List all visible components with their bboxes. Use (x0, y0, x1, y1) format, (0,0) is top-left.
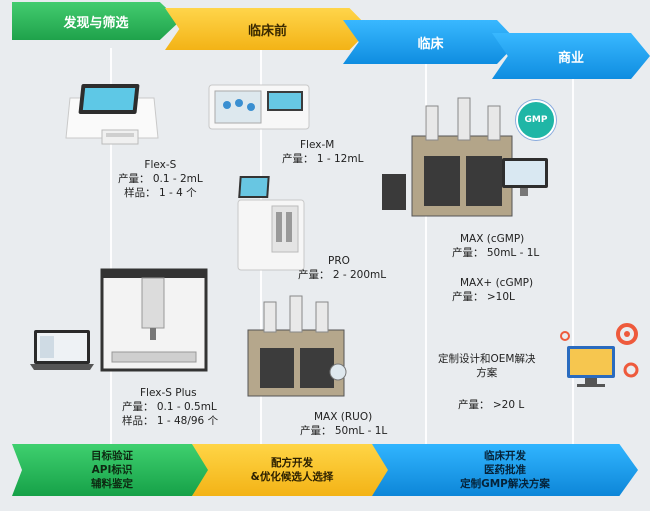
flex-s-plus-yield: 产量： 0.1 - 0.5mL (122, 401, 217, 413)
bottom-stage-preclinical: 配方开发 &优化候选人选择 (192, 444, 392, 496)
stage-commercial: 商业 (492, 33, 650, 79)
bottom-discovery-line-1: 目标验证 (91, 450, 133, 462)
lane-divider-4 (572, 48, 574, 451)
stage-commercial-label: 商业 (557, 50, 584, 66)
gmp-badge-label: GMP (524, 115, 548, 125)
stage-discovery: 发现与筛选 (12, 2, 180, 40)
max-ruo-spec: MAX (RUO) 产量： 50mL - 1L (300, 410, 387, 438)
stage-clinical: 临床 (343, 20, 518, 64)
bottom-stage-discovery: 目标验证 API标识 辅料鉴定 (12, 444, 212, 496)
flex-s-plus-samples: 样品： 1 - 48/96 个 (122, 415, 219, 427)
flex-m-name: Flex-M (300, 139, 335, 151)
custom-yield: 产量： >20 L (458, 399, 525, 411)
flex-m-spec: Flex-M 产量： 1 - 12mL (282, 138, 363, 166)
bottom-clinical-line-1: 临床开发 (484, 450, 526, 462)
max-plus-name: MAX+ (cGMP) (460, 277, 534, 289)
custom-line2: 方案 (476, 367, 498, 379)
flex-s-yield: 产量： 0.1 - 2mL (118, 173, 203, 185)
max-ruo-device-image (247, 295, 347, 397)
custom-yield-spec: 产量： >20 L (458, 398, 524, 412)
lane-divider-3 (425, 48, 427, 451)
flex-m-yield: 产量： 1 - 12mL (282, 153, 364, 165)
bottom-preclinical-line-2: &优化候选人选择 (250, 471, 334, 483)
bottom-clinical-line-3: 定制GMP解决方案 (460, 478, 550, 490)
flex-m-device-image (208, 84, 310, 130)
lane-divider-1 (110, 48, 112, 451)
custom-solution-illustration (560, 323, 639, 387)
bottom-stage-clinical: 临床开发 医药批准 定制GMP解决方案 (372, 444, 638, 496)
pro-spec: PRO 产量： 2 - 200mL (298, 254, 386, 282)
pro-yield: 产量： 2 - 200mL (298, 269, 387, 281)
max-ruo-name: MAX (RUO) (314, 411, 373, 423)
flex-s-plus-name: Flex-S Plus (140, 387, 197, 399)
flex-s-plus-spec: Flex-S Plus 产量： 0.1 - 0.5mL 样品： 1 - 48/9… (118, 386, 218, 428)
flex-s-plus-device-image (30, 268, 208, 372)
stage-clinical-label: 临床 (417, 36, 444, 52)
max-cgmp-spec: MAX (cGMP) 产量： 50mL - 1L (452, 232, 539, 260)
max-cgmp-device-image (382, 97, 548, 217)
custom-line1: 定制设计和OEM解决 (438, 353, 536, 365)
pro-name: PRO (328, 255, 350, 267)
bottom-discovery-line-3: 辅料鉴定 (91, 478, 133, 490)
gmp-badge: GMP (516, 100, 556, 140)
bottom-discovery-line-2: API标识 (91, 464, 133, 476)
bottom-preclinical-line-1: 配方开发 (271, 457, 313, 469)
stage-preclinical: 临床前 (165, 8, 370, 50)
flex-s-samples: 样品： 1 - 4 个 (124, 187, 197, 199)
stage-discovery-label: 发现与筛选 (63, 15, 129, 31)
max-plus-yield: 产量： >10L (452, 291, 515, 303)
custom-spec: 定制设计和OEM解决 方案 (438, 352, 535, 380)
flex-s-spec: Flex-S 产量： 0.1 - 2mL 样品： 1 - 4 个 (118, 158, 203, 200)
max-cgmp-yield: 产量： 50mL - 1L (452, 247, 540, 259)
flex-s-name: Flex-S (144, 159, 177, 171)
max-ruo-yield: 产量： 50mL - 1L (300, 425, 388, 437)
flex-s-device-image (65, 84, 159, 145)
stage-preclinical-label: 临床前 (247, 23, 287, 39)
pro-device-image (237, 176, 305, 271)
max-plus-spec: MAX+ (cGMP) 产量： >10L (452, 276, 533, 304)
bottom-clinical-line-2: 医药批准 (484, 464, 526, 476)
max-cgmp-name: MAX (cGMP) (460, 233, 525, 245)
